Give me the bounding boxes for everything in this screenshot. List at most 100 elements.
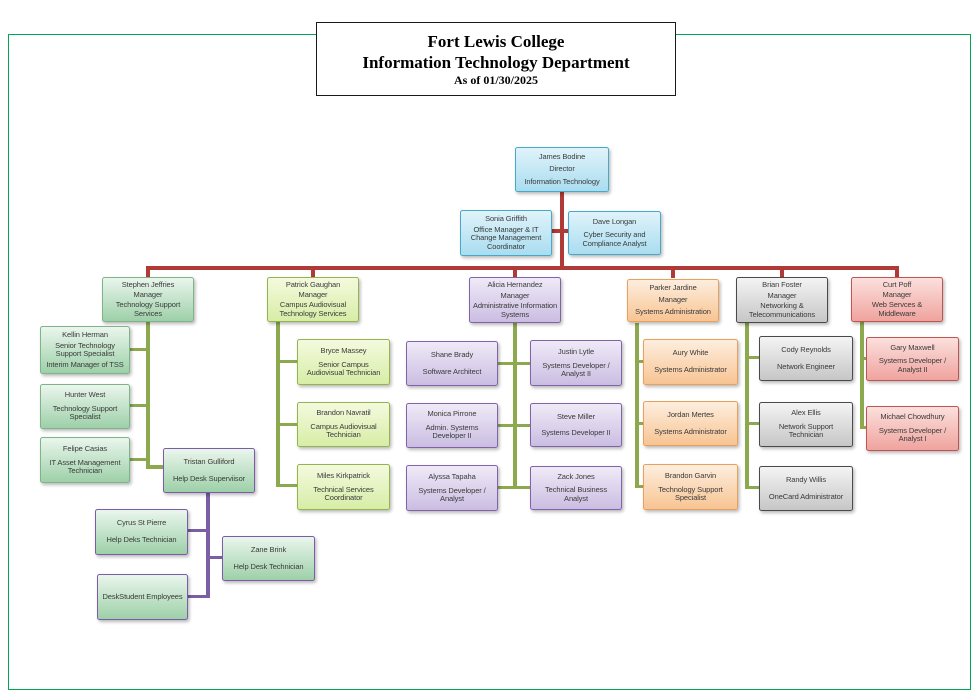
- person-role: Network Support Technician: [778, 421, 834, 440]
- connector-line: [635, 485, 645, 488]
- felipe-casias-box: Felipe Casias IT Asset Management Technic…: [40, 437, 130, 483]
- person-name: Alex Ellis: [791, 408, 821, 418]
- person-name: Tristan Gulliford: [183, 457, 235, 466]
- title-box: Fort Lewis College Information Technolog…: [316, 22, 676, 96]
- connector-line: [210, 556, 222, 559]
- connector-line: [745, 322, 749, 488]
- connector-line: [188, 595, 207, 598]
- person-role: Manager: [133, 290, 163, 299]
- connector-line: [130, 458, 147, 461]
- connector-line: [279, 423, 297, 426]
- person-role: Manager: [658, 295, 688, 305]
- person-name: Cyrus St Pierre: [116, 518, 167, 528]
- person-role: Senior Campus Audiovisual Technician: [306, 359, 381, 377]
- person-name: Parker Jardine: [649, 283, 697, 293]
- person-role: Systems Administrator: [654, 426, 727, 436]
- connector-line: [130, 404, 147, 407]
- person-name: Curt Poff: [882, 279, 912, 289]
- person-role: Administrative Information Systems: [472, 301, 558, 319]
- person-name: Bryce Massey: [320, 345, 367, 355]
- person-role: IT Asset Management Technician: [49, 457, 121, 475]
- person-name: James Bodine: [538, 151, 586, 161]
- person-role: Interim Manager of TSS: [46, 360, 124, 369]
- connector-line: [498, 362, 530, 365]
- person-role: Information Technology: [524, 176, 600, 186]
- person-role: Network Engineer: [776, 361, 835, 371]
- person-role: Admin. Systems Developer II: [425, 422, 479, 441]
- person-role: Manager: [767, 290, 797, 300]
- person-name: Justin Lytle: [557, 346, 595, 356]
- person-role: Web Servces & Middleware: [871, 300, 923, 318]
- person-role: Manager: [500, 290, 530, 300]
- person-name: Michael Chowdhury: [880, 412, 945, 422]
- person-role: Systems Developer / Analyst II: [878, 356, 947, 374]
- person-name: Jordan Mertes: [667, 410, 714, 419]
- person-name: Stephen Jeffries: [121, 279, 175, 289]
- deskstudent-employees-box: DeskStudent Employees: [97, 574, 188, 620]
- connector-line: [860, 426, 868, 429]
- connector-line: [513, 268, 517, 278]
- person-role: Help Desk Superviisor: [172, 473, 246, 483]
- person-name: Sonia Griffith: [485, 213, 527, 223]
- person-role: Technical Business Analyst: [545, 485, 607, 503]
- connector-line: [513, 323, 517, 487]
- person-name: Randy Willis: [785, 475, 827, 484]
- org-title: Fort Lewis College: [427, 31, 565, 51]
- connector-line: [862, 357, 868, 360]
- person-role: Cyber Security and Compliance Analyst: [582, 230, 647, 248]
- person-role: Office Manager & IT Change Management Co…: [470, 224, 542, 251]
- person-role: Campus Audiovisual Technician: [310, 421, 377, 440]
- person-role: Senior Technology Support Specialist: [55, 340, 115, 358]
- connector-line: [206, 493, 210, 598]
- person-role: Systems Administrator: [654, 365, 727, 375]
- person-role: Director: [549, 164, 575, 174]
- person-name: Brandon Garvin: [664, 470, 717, 480]
- connector-line: [895, 268, 899, 278]
- person-name: Felipe Casias: [62, 443, 108, 453]
- connector-line: [635, 360, 645, 363]
- connector-line: [276, 322, 280, 485]
- connector-line: [498, 486, 530, 489]
- person-role: Systems Developer II: [541, 427, 611, 437]
- person-role: Help Desk Technician: [233, 561, 304, 571]
- connector-line: [745, 486, 759, 489]
- connector-line: [552, 229, 568, 233]
- connector-line: [146, 465, 163, 469]
- connector-line: [146, 322, 150, 468]
- person-name: Cody Reynolds: [781, 345, 831, 354]
- person-name: Steve Miller: [557, 411, 595, 421]
- person-name: Dave Longan: [592, 216, 637, 226]
- person-name: Alicia Hernandez: [487, 280, 543, 289]
- connector-line: [276, 484, 297, 487]
- connector-line: [747, 422, 759, 425]
- person-name: DeskStudent Employees: [102, 591, 183, 601]
- person-name: Zane Brink: [250, 545, 287, 554]
- person-name: Shane Brady: [430, 350, 474, 359]
- person-role: Technology Support Services: [115, 300, 181, 318]
- connector-line: [146, 268, 150, 278]
- person-name: Alyssa Tapaha: [428, 471, 476, 481]
- connector-line: [635, 323, 639, 488]
- person-name: Zack Jones: [557, 471, 595, 481]
- department-title: Information Technology Department: [362, 52, 630, 72]
